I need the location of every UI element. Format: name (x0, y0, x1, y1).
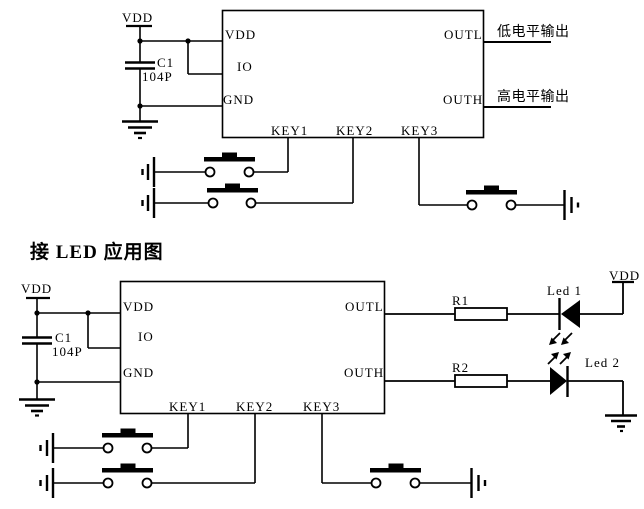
bottom-key1-ground-icon (39, 433, 104, 463)
led1-icon (558, 298, 580, 330)
top-output-wires (483, 41, 551, 108)
bottom-key2-wire (151, 413, 256, 484)
bottom-pin-key2-label: KEY2 (236, 399, 274, 414)
bottom-vdd-rail-label: VDD (21, 281, 53, 296)
outl-low-level-note: 低电平输出 (497, 25, 570, 40)
led2-label: Led 2 (585, 355, 620, 370)
top-key3-button-icon (466, 185, 517, 211)
bottom-vdd-rail-icon (26, 296, 50, 337)
outh-high-level-note: 高电平输出 (497, 90, 570, 105)
bottom-capacitor-icon (22, 336, 52, 399)
bottom-pin-vdd-label: VDD (123, 299, 155, 314)
top-vdd-rail-icon (126, 24, 152, 62)
led1-vdd-rail-label: VDD (609, 268, 641, 283)
top-key2-wire (255, 137, 354, 204)
top-vdd-rail-label: VDD (122, 10, 154, 25)
top-key1-ground-icon (141, 157, 206, 187)
bottom-key3-wire (321, 413, 372, 484)
top-key2-button-icon (207, 183, 258, 209)
top-pin-gnd-label: GND (223, 92, 255, 107)
top-pin-key1-label: KEY1 (271, 123, 309, 138)
top-pin-key2-label: KEY2 (336, 123, 374, 138)
top-capacitor-icon (125, 61, 155, 121)
bottom-earth-ground-icon (19, 398, 55, 417)
led-application-title: 接 LED 应用图 (30, 242, 164, 263)
bottom-cap-value-label: 104P (52, 344, 83, 359)
top-pin-key3-label: KEY3 (401, 123, 439, 138)
resistor-r2-icon (454, 374, 508, 388)
bottom-pin-outh-label: OUTH (344, 365, 385, 380)
bottom-pin-gnd-label: GND (123, 365, 155, 380)
top-earth-ground-icon (122, 120, 158, 140)
top-pin-vdd-label: VDD (225, 27, 257, 42)
bottom-key1-button-icon (102, 428, 153, 454)
outl-led1-wires (384, 282, 624, 315)
top-pin-outl-label: OUTL (444, 27, 483, 42)
top-key1-wire (253, 137, 289, 173)
top-key3-ground-icon (515, 190, 580, 220)
bottom-key3-ground-icon (419, 468, 487, 498)
top-key2-ground-icon (141, 188, 209, 218)
top-key1-button-icon (204, 152, 255, 178)
led2-emission-arrows-icon (547, 352, 571, 365)
bottom-pin-key3-label: KEY3 (303, 399, 341, 414)
bottom-cap-ref-label: C1 (55, 330, 73, 345)
top-key3-wire (418, 137, 468, 206)
top-cap-value-label: 104P (142, 69, 173, 84)
resistor-r2-label: R2 (452, 360, 470, 375)
top-cap-ref-label: C1 (157, 55, 175, 70)
resistor-r1-icon (454, 307, 508, 321)
top-pin-io-label: IO (237, 59, 253, 74)
outh-led2-wires (384, 380, 624, 415)
top-supply-wires (137, 38, 222, 109)
bottom-pin-key1-label: KEY1 (169, 399, 207, 414)
led2-earth-ground-icon (605, 414, 637, 433)
led1-emission-arrows-icon (549, 332, 573, 345)
bottom-key3-button-icon (370, 463, 421, 489)
led2-icon (550, 366, 569, 397)
resistor-r1-label: R1 (452, 293, 470, 308)
bottom-key2-button-icon (102, 463, 153, 489)
bottom-pin-io-label: IO (138, 329, 154, 344)
bottom-pin-outl-label: OUTL (345, 299, 384, 314)
bottom-ic-outline (119, 280, 386, 415)
bottom-key1-wire (151, 413, 189, 449)
bottom-supply-wires (34, 310, 120, 385)
led1-label: Led 1 (547, 283, 582, 298)
top-pin-outh-label: OUTH (443, 92, 484, 107)
bottom-key2-ground-icon (39, 468, 104, 498)
